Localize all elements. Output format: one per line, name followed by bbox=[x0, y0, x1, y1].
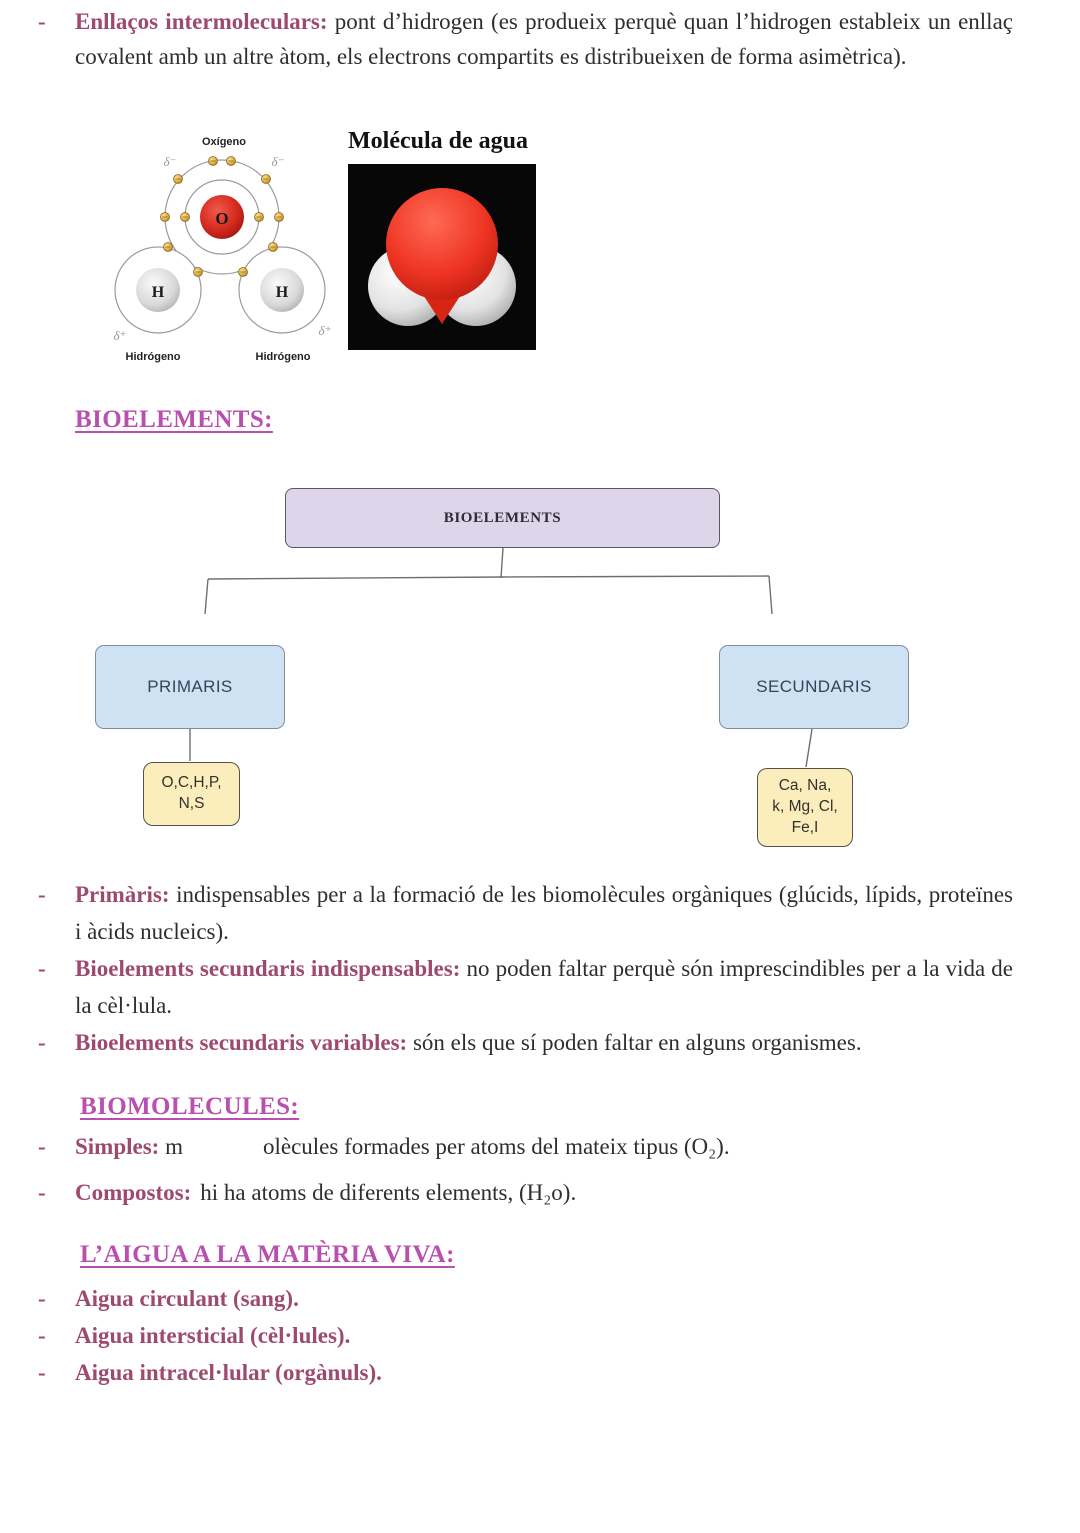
bullet-text: indispensables per a la formació de les … bbox=[75, 882, 1013, 944]
aigua-heading: L’AIGUA A LA MATÈRIA VIVA: bbox=[80, 1241, 455, 1268]
bioelements-heading: BIOELEMENTS: bbox=[75, 406, 273, 433]
delta-minus-right: δ⁻ bbox=[272, 154, 285, 169]
biomolecules-heading: BIOMOLECULES: bbox=[80, 1093, 300, 1120]
flowchart-connectors bbox=[189, 547, 813, 768]
bioelements-flowchart: BIOELEMENTS PRIMARIS SECUNDARIS O,C,H,P,… bbox=[0, 470, 1080, 870]
list-item: - Aigua intracel·lular (orgànuls). bbox=[38, 1354, 1013, 1391]
bioelements-bullets: - Primàris: indispensables per a la form… bbox=[38, 876, 1013, 1061]
bullet-text: Aigua intracel·lular (orgànuls). bbox=[75, 1360, 382, 1385]
bullet-text-after-gap: olècules formades per atoms del mateix t… bbox=[262, 1134, 730, 1159]
water-3d-image bbox=[348, 164, 536, 350]
list-item: - Aigua intersticial (cèl·lules). bbox=[38, 1317, 1013, 1354]
bullet-text: no poden faltar perquè són imprescindibl… bbox=[75, 956, 1014, 1018]
list-item: - Bioelements secundaris indispensables:… bbox=[38, 950, 1013, 1024]
bullet-text-before-gap: m bbox=[165, 1134, 183, 1159]
list-item: - Simples: m olècules formades per atoms … bbox=[38, 1128, 1013, 1165]
oxygen-symbol: O bbox=[215, 209, 228, 228]
aigua-bullets: - Aigua circulant (sang). - Aigua inters… bbox=[38, 1280, 1013, 1391]
oxygen-sphere bbox=[386, 188, 498, 300]
intro-term: Enllaços intermoleculars: bbox=[75, 9, 328, 34]
list-item: - Aigua circulant (sang). bbox=[38, 1280, 1013, 1317]
hydrogen-nucleus-left bbox=[136, 268, 180, 312]
bullet-dash: - bbox=[38, 1360, 46, 1385]
bullet-text: Aigua circulant (sang). bbox=[75, 1286, 299, 1311]
bullet-dash: - bbox=[38, 1180, 46, 1205]
list-item: - Bioelements secundaris variables: són … bbox=[38, 1024, 1013, 1061]
bullet-dash: - bbox=[38, 9, 46, 34]
intro-paragraph: Enllaços intermoleculars: pont d’hidroge… bbox=[75, 4, 1013, 74]
bullet-dash: - bbox=[38, 1323, 46, 1348]
hydrogen-label-left: Hidrógeno bbox=[126, 351, 181, 363]
flowchart-primaris-box: PRIMARIS bbox=[95, 645, 285, 729]
bullet-dash: - bbox=[38, 1286, 46, 1311]
space-filling-model: Molécula de agua bbox=[348, 128, 536, 355]
bullet-dash: - bbox=[38, 956, 46, 981]
bullet-dash: - bbox=[38, 1134, 46, 1159]
bullet-term: Simples: bbox=[75, 1134, 160, 1159]
bullet-term: Bioelements secundaris variables: bbox=[75, 1030, 408, 1055]
hydrogen-symbol-left: H bbox=[152, 284, 165, 301]
bullet-text: hi ha atoms de diferents elements, (H₂o)… bbox=[200, 1180, 577, 1205]
model-title: Molécula de agua bbox=[348, 128, 528, 154]
flowchart-primaris-elements-box: O,C,H,P, N,S bbox=[143, 762, 240, 826]
biomolecules-bullets: - Simples: m olècules formades per atoms … bbox=[38, 1128, 1013, 1211]
electrons bbox=[160, 156, 284, 277]
list-item: - Compostos: hi ha atoms de diferents ele… bbox=[38, 1174, 1013, 1211]
intro-text: pont d’hidrogen (es produeix perquè quan… bbox=[75, 9, 1013, 69]
delta-plus-right: δ⁺ bbox=[319, 323, 332, 338]
flowchart-secundaris-box: SECUNDARIS bbox=[719, 645, 909, 729]
intro-section: - Enllaços intermoleculars: pont d’hidro… bbox=[38, 4, 1013, 74]
oxygen-label: Oxígeno bbox=[202, 136, 246, 148]
bullet-text: Aigua intersticial (cèl·lules). bbox=[75, 1323, 351, 1348]
bullet-term: Compostos: bbox=[75, 1180, 192, 1205]
bohr-diagram: O H H Oxígeno δ⁻ δ⁻ δ⁺ δ⁺ Hidrógeno Hidr… bbox=[114, 136, 332, 363]
oxygen-nucleus bbox=[200, 195, 244, 239]
hydrogen-symbol-right: H bbox=[276, 284, 289, 301]
list-item: - Primàris: indispensables per a la form… bbox=[38, 876, 1013, 950]
delta-minus-left: δ⁻ bbox=[164, 154, 177, 169]
hydrogen-nucleus-right bbox=[260, 268, 304, 312]
bullet-term: Bioelements secundaris indispensables: bbox=[75, 956, 461, 981]
flowchart-root-box: BIOELEMENTS bbox=[285, 488, 720, 548]
bullet-term: Primàris: bbox=[75, 882, 170, 907]
list-item: - Enllaços intermoleculars: pont d’hidro… bbox=[38, 4, 1013, 74]
bullet-dash: - bbox=[38, 1030, 46, 1055]
bullet-text: són els que sí poden faltar en alguns or… bbox=[412, 1030, 862, 1055]
delta-plus-left: δ⁺ bbox=[114, 328, 127, 343]
hydrogen-label-right: Hidrógeno bbox=[256, 351, 311, 363]
bullet-dash: - bbox=[38, 882, 46, 907]
flowchart-secundaris-elements-box: Ca, Na, k, Mg, Cl, Fe,I bbox=[757, 768, 853, 847]
water-molecule-figure: O H H Oxígeno δ⁻ δ⁻ δ⁺ δ⁺ Hidrógeno Hidr… bbox=[95, 128, 555, 373]
